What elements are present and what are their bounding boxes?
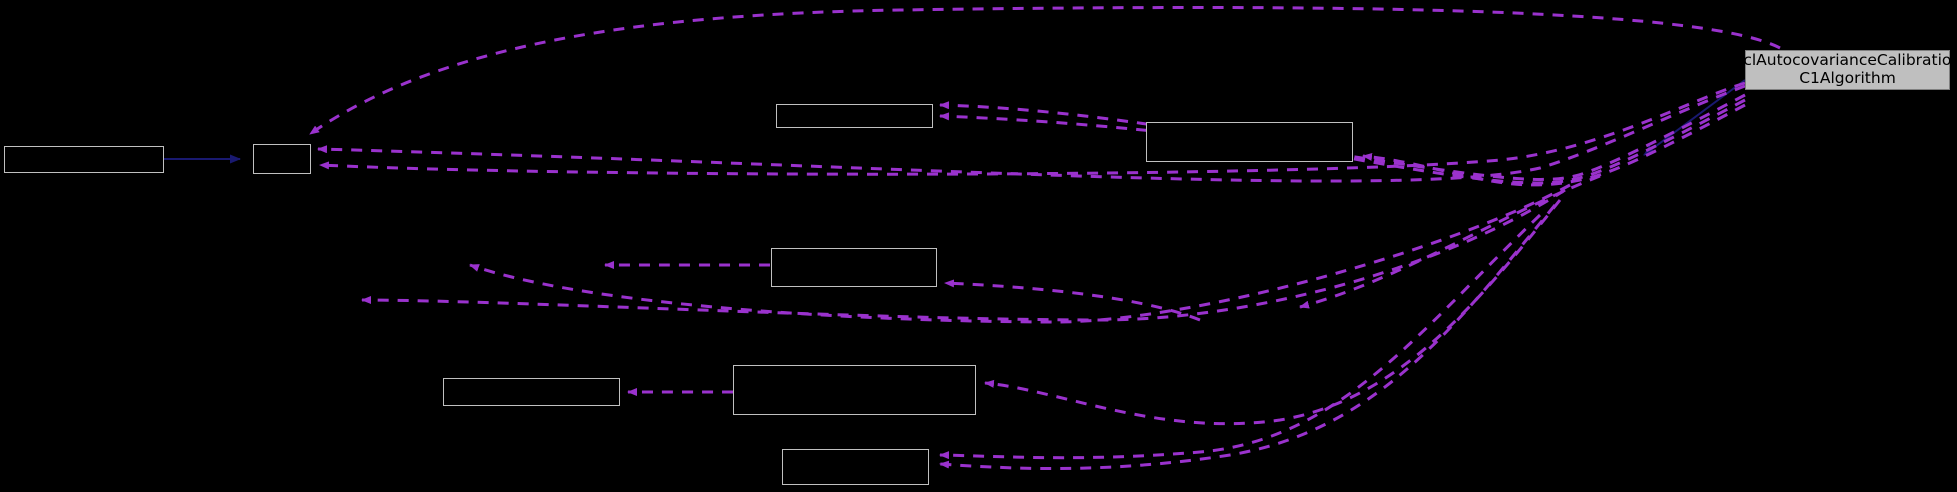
node-ecl-autocovariance-calibration-c1-algorithm[interactable]: eclAutocovarianceCalibration C1Algorithm [1734, 50, 1957, 90]
node-5[interactable] [771, 248, 937, 287]
edge-usage-root-bottom [627, 199, 1562, 470]
node-8[interactable] [782, 449, 929, 485]
edge-inheritance-root-n1 [164, 79, 1746, 164]
node-4[interactable] [1146, 122, 1353, 162]
node-1[interactable] [4, 146, 164, 173]
edge-usage-root-top [309, 6, 1781, 187]
edge-usage-root-mid [361, 174, 1601, 324]
node-7[interactable] [733, 365, 976, 415]
node-2[interactable] [253, 144, 311, 174]
node-6[interactable] [443, 378, 620, 406]
node-3[interactable] [776, 104, 933, 128]
